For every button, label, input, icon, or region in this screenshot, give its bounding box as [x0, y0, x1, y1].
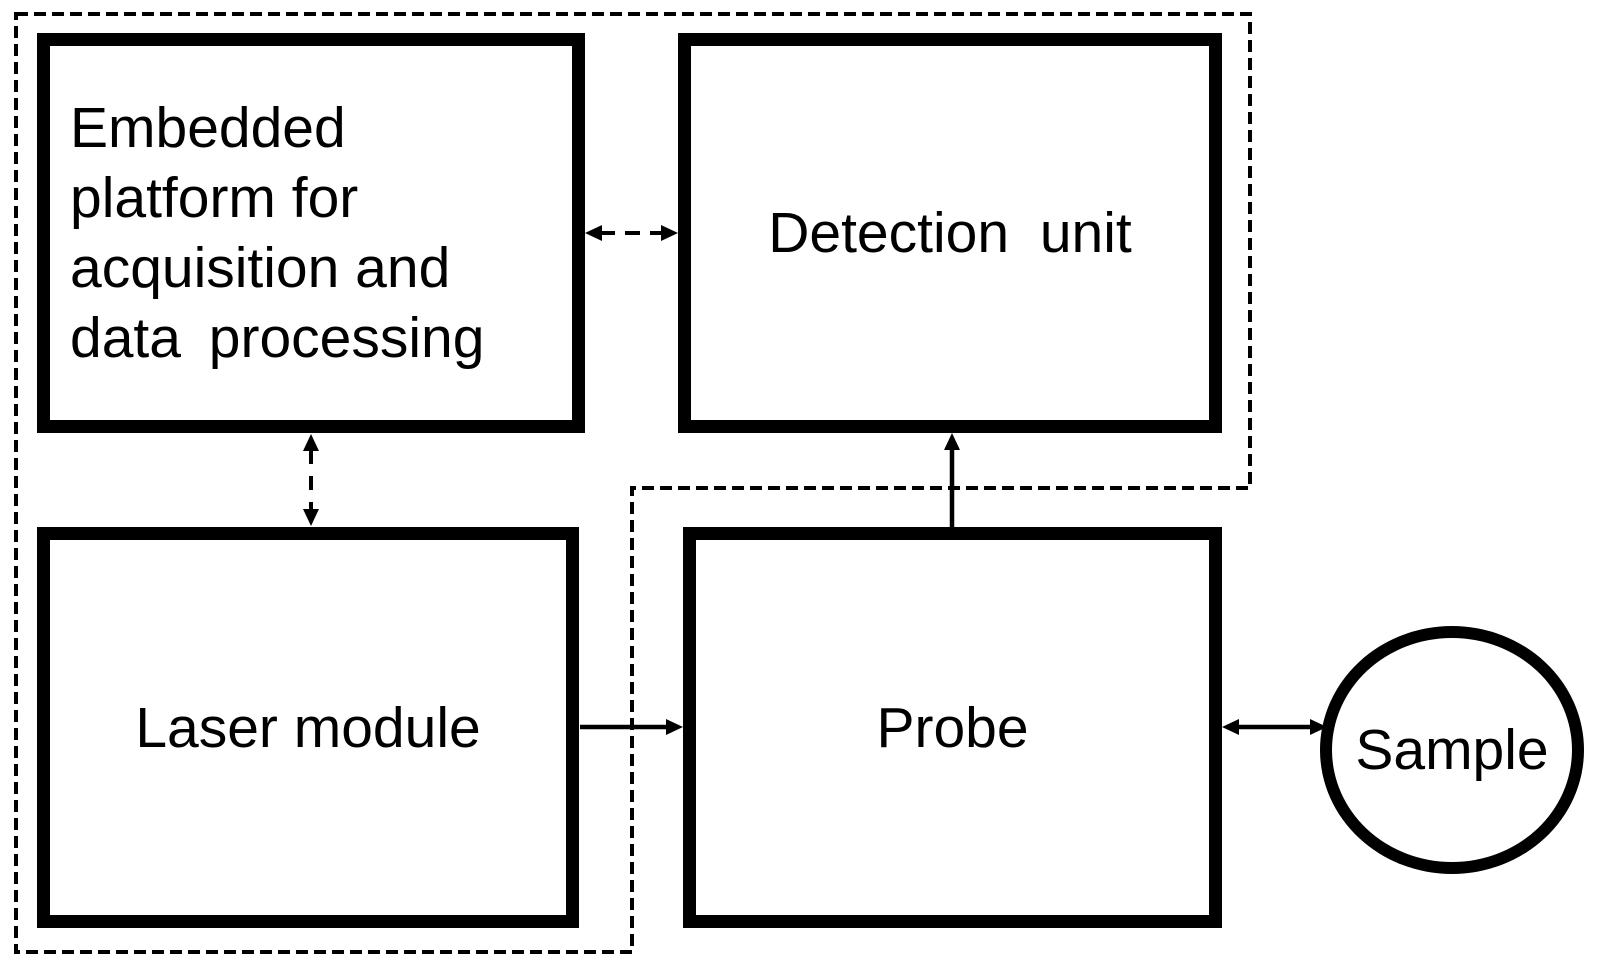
- arrowhead-up: [303, 434, 319, 451]
- system-boundary-dashed-outline: [14, 12, 1252, 954]
- sample-label: Sample: [1355, 718, 1549, 782]
- embedded-platform-label-line3: acquisition and: [70, 236, 451, 300]
- probe-label: Probe: [876, 695, 1029, 760]
- sample-circle: Sample: [1320, 626, 1584, 874]
- detection-unit-box: Detection unit: [678, 33, 1222, 433]
- probe-box: Probe: [683, 527, 1222, 928]
- link-laser-probe-arrow: [580, 719, 683, 735]
- link-probe-detection-arrow: [944, 433, 960, 527]
- arrowhead-right: [1310, 719, 1327, 735]
- link-embedded-detection-dashed-arrow: [585, 225, 678, 241]
- arrowhead-up: [944, 433, 960, 450]
- arrowhead-left: [585, 225, 602, 241]
- laser-module-label: Laser module: [135, 695, 481, 760]
- arrowhead-right: [666, 719, 683, 735]
- detection-unit-label: Detection unit: [768, 201, 1132, 265]
- embedded-platform-label-line4: data processing: [70, 306, 485, 370]
- embedded-platform-label-line2: platform for: [70, 166, 359, 230]
- arrowhead-down: [303, 509, 319, 526]
- arrowhead-right: [661, 225, 678, 241]
- arrowhead-left: [1222, 719, 1239, 735]
- link-embedded-laser-dashed-arrow: [303, 434, 319, 526]
- laser-module-box: Laser module: [37, 527, 579, 928]
- embedded-platform-box: Embedded platform for acquisition and da…: [37, 33, 585, 433]
- link-probe-sample-arrow: [1222, 719, 1327, 735]
- embedded-platform-label-line1: Embedded: [70, 96, 346, 160]
